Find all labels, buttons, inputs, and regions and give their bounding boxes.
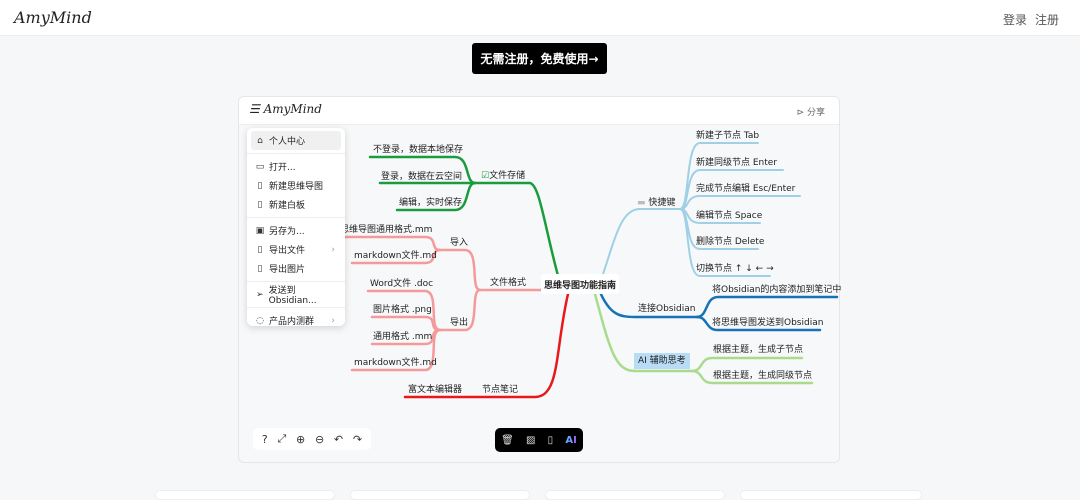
node[interactable]: 新建子节点 Tab (696, 131, 760, 141)
menu-item-personal-center[interactable]: ⌂个人中心 (251, 131, 341, 150)
share-icon: ⊳ (796, 108, 807, 118)
node[interactable]: 通用格式 .mm (373, 332, 433, 342)
node-obsidian[interactable]: 连接Obsidian (638, 304, 696, 314)
chevron-right-icon: › (331, 315, 335, 326)
node-shortcuts[interactable]: ▬ 快捷键 (637, 198, 676, 208)
branch-formats (336, 235, 543, 372)
node[interactable]: 编辑，实时保存 (399, 198, 463, 208)
menu-item-beta-group[interactable]: ◌产品内测群› (256, 315, 335, 328)
node-ai[interactable]: AI 辅助思考 (634, 353, 690, 369)
login-link[interactable]: 登录 (1003, 13, 1028, 27)
node-export[interactable]: 导出 (450, 318, 469, 328)
menu-icon[interactable]: ☰ (249, 102, 264, 116)
node[interactable]: 不登录，数据本地保存 (373, 145, 464, 155)
node-notes[interactable]: 节点笔记 (482, 385, 519, 395)
node[interactable]: markdown文件.md (354, 358, 437, 368)
chat-icon: ◌ (256, 315, 264, 326)
menu-item-new-mindmap[interactable]: ▯新建思维导图 (251, 176, 341, 195)
app-menu: ⌂个人中心 ▭打开... ▯新建思维导图 ▯新建白板 ▣另存为... ▯导出文件… (247, 128, 345, 327)
top-navbar: AmyMind 登录 注册 (0, 0, 1080, 36)
divider (247, 217, 345, 218)
node[interactable]: markdown文件.md (354, 251, 437, 261)
fit-screen-icon[interactable]: ⤢ (277, 432, 287, 445)
mindmap-root[interactable]: 思维导图功能指南 (541, 274, 619, 294)
chevron-right-icon: › (331, 244, 335, 255)
node[interactable]: 编辑节点 Space (696, 211, 763, 221)
ai-button[interactable]: AI (565, 434, 577, 446)
undo-icon[interactable]: ↶ (333, 432, 344, 446)
menu-item-save-as[interactable]: ▣另存为... (255, 225, 305, 238)
file-icon: ▯ (257, 199, 263, 210)
home-icon: ⌂ (257, 135, 263, 146)
node-storage[interactable]: ☑文件存储 (481, 171, 526, 181)
node[interactable]: 删除节点 Delete (696, 237, 765, 247)
branch-ai (593, 292, 814, 385)
node[interactable]: 根据主题，生成同级节点 (713, 371, 813, 381)
branch-shortcuts (599, 142, 801, 284)
folder-open-icon: ▭ (255, 161, 265, 172)
note-icon[interactable]: ▯ (547, 434, 554, 446)
menu-item-new-whiteboard[interactable]: ▯新建白板 (251, 195, 341, 214)
zoom-in-icon[interactable]: ⊕ (295, 432, 306, 446)
node[interactable]: 将思维导图发送到Obsidian (712, 318, 824, 328)
menu-item-open[interactable]: ▭打开... (255, 161, 296, 174)
redo-icon[interactable]: ↷ (352, 432, 363, 446)
logo[interactable]: AmyMind (14, 8, 92, 27)
divider (247, 281, 345, 282)
file-icon: ▯ (257, 244, 263, 255)
menu-item-send-obsidian[interactable]: ➢发送到Obsidian... (256, 286, 317, 306)
node[interactable]: 完成节点编辑 Esc/Enter (696, 184, 796, 194)
share-button[interactable]: ⊳ 分享 (796, 108, 825, 118)
feature-card (155, 490, 335, 500)
preview-header: ☰ AmyMind ⊳ 分享 (239, 97, 839, 125)
node[interactable]: 根据主题，生成子节点 (713, 345, 804, 355)
keyboard-icon: ▬ (637, 198, 649, 208)
feature-card (545, 490, 725, 500)
canvas-toolbar: ? ⤢ ⊕ ⊖ ↶ ↷ (253, 428, 371, 450)
feature-card (740, 490, 922, 500)
node[interactable]: 新建同级节点 Enter (696, 158, 778, 168)
branch-storage (368, 155, 562, 285)
node-formats[interactable]: 文件格式 (490, 278, 527, 288)
send-icon: ➢ (256, 289, 264, 300)
menu-item-export-file[interactable]: ▯导出文件› (251, 240, 341, 259)
image-file-icon: ▯ (257, 263, 263, 274)
node[interactable]: Word文件 .doc (370, 279, 434, 289)
feature-card (350, 490, 530, 500)
node[interactable]: 将Obsidian的内容添加到笔记中 (712, 285, 842, 295)
zoom-out-icon[interactable]: ⊖ (314, 432, 325, 446)
help-icon[interactable]: ? (261, 432, 268, 446)
node-toolbar: 🗑︎ ▨ ▯ AI (495, 428, 583, 452)
node[interactable]: 思维导图通用格式.mm (340, 225, 433, 235)
divider (247, 307, 345, 308)
trash-icon[interactable]: 🗑︎ (501, 434, 514, 446)
branch-notes (403, 292, 570, 399)
save-icon: ▣ (255, 225, 265, 236)
branch-obsidian (598, 290, 839, 332)
image-icon[interactable]: ▨ (526, 434, 536, 446)
node[interactable]: 切换节点 ↑ ↓ ← → (696, 264, 774, 274)
preview-logo[interactable]: ☰ AmyMind (249, 102, 322, 116)
file-icon: ▯ (257, 180, 263, 191)
register-link[interactable]: 注册 (1035, 13, 1060, 27)
node[interactable]: 富文本编辑器 (408, 385, 463, 395)
menu-item-export-image[interactable]: ▯导出图片 (251, 259, 341, 278)
divider (247, 153, 345, 154)
node[interactable]: 登录，数据在云空间 (381, 172, 463, 182)
free-use-button[interactable]: 无需注册，免费使用→ (472, 43, 607, 74)
node[interactable]: 图片格式 .png (373, 305, 432, 315)
checkbox-icon: ☑ (481, 171, 490, 181)
node-import[interactable]: 导入 (450, 238, 469, 248)
